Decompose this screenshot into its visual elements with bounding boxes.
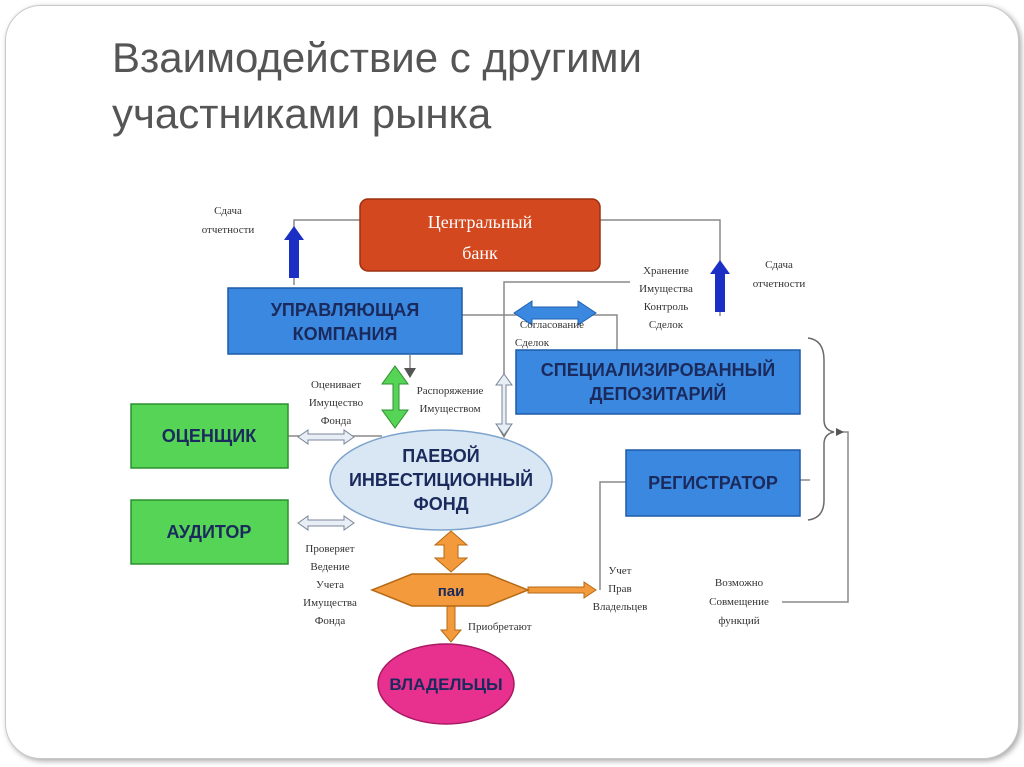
note-evaluates: Оценивает Имущество Фонда bbox=[309, 379, 364, 427]
svg-text:Учет: Учет bbox=[608, 565, 631, 577]
svg-text:Контроль: Контроль bbox=[644, 301, 688, 313]
svg-text:Оценивает: Оценивает bbox=[311, 379, 361, 391]
depository-box bbox=[515, 349, 801, 415]
auditor-label: АУДИТОР bbox=[167, 522, 252, 542]
appraiser-label: ОЦЕНЩИК bbox=[162, 426, 257, 446]
shares-right-arrow bbox=[527, 581, 597, 599]
svg-text:Сделок: Сделок bbox=[515, 337, 550, 349]
fund-shares-double-arrow bbox=[433, 530, 469, 573]
management-company-label-1: УПРАВЛЯЮЩАЯ bbox=[271, 300, 420, 320]
depository-fund-double-arrow bbox=[495, 373, 513, 436]
note-disposal: Распоряжение Имуществом bbox=[417, 385, 484, 415]
note-reporting-left: Сдача отчетности bbox=[202, 205, 255, 236]
registrar-label: РЕГИСТРАТОР bbox=[648, 473, 778, 493]
slide-title-line-1: Взаимодействие с другими bbox=[112, 34, 642, 81]
management-company-label-2: КОМПАНИЯ bbox=[293, 324, 398, 344]
svg-text:Фонда: Фонда bbox=[315, 615, 346, 627]
svg-text:отчетности: отчетности bbox=[753, 278, 806, 290]
fund-ellipse bbox=[329, 429, 553, 531]
line-cb-left bbox=[293, 219, 360, 285]
reporting-arrow-left bbox=[284, 226, 304, 278]
note-approval: Согласование Сделок bbox=[515, 319, 584, 349]
connector-lines bbox=[288, 219, 849, 603]
central-bank-box bbox=[359, 198, 601, 272]
note-acquire: Приобретают bbox=[468, 621, 532, 633]
svg-text:отчетности: отчетности bbox=[202, 224, 255, 236]
svg-text:Фонда: Фонда bbox=[321, 415, 352, 427]
note-rights-accounting: Учет Прав Владельцев bbox=[593, 565, 648, 613]
slide-title-line-2: участниками рынка bbox=[112, 90, 492, 137]
note-checks: Проверяет Ведение Учета Имущества Фонда bbox=[303, 543, 357, 627]
fund-label-2: ИНВЕСТИЦИОННЫЙ bbox=[349, 469, 533, 490]
fund-label-3: ФОНД bbox=[413, 494, 468, 514]
svg-text:Имущества: Имущества bbox=[303, 597, 357, 609]
svg-text:Ведение: Ведение bbox=[310, 561, 349, 573]
svg-text:Совмещение: Совмещение bbox=[709, 596, 769, 608]
svg-text:Учета: Учета bbox=[316, 579, 344, 591]
approval-double-arrow bbox=[513, 300, 597, 326]
management-company-box bbox=[227, 287, 463, 355]
svg-text:Хранение: Хранение bbox=[643, 265, 689, 277]
note-storage-control: Хранение Имущества Контроль Сделок bbox=[639, 265, 693, 331]
disposal-double-arrow bbox=[381, 365, 409, 429]
slide-frame bbox=[5, 5, 1019, 759]
line-uk-depository bbox=[462, 314, 618, 350]
right-brace bbox=[807, 337, 835, 521]
central-bank-label-1: Центральный bbox=[428, 212, 533, 232]
svg-text:Сдача: Сдача bbox=[214, 205, 242, 217]
svg-text:Имуществом: Имуществом bbox=[419, 403, 480, 415]
depository-label-2: ДЕПОЗИТАРИЙ bbox=[590, 383, 727, 404]
depository-label-1: СПЕЦИАЛИЗИРОВАННЫЙ bbox=[541, 359, 775, 380]
fund-label-1: ПАЕВОЙ bbox=[402, 445, 479, 466]
arrow-tip-left-uk bbox=[404, 368, 416, 378]
svg-text:Имущество: Имущество bbox=[309, 397, 364, 409]
line-registrar-owners bbox=[599, 481, 626, 590]
registrar-box bbox=[625, 449, 801, 517]
central-bank-label-2: банк bbox=[462, 243, 498, 263]
note-combination: Возможно Совмещение функций bbox=[709, 577, 769, 627]
svg-text:Прав: Прав bbox=[608, 583, 632, 595]
svg-text:функций: функций bbox=[718, 615, 759, 627]
auditor-fund-double-arrow bbox=[297, 515, 355, 531]
appraiser-fund-double-arrow bbox=[297, 429, 355, 445]
reporting-arrow-right bbox=[710, 260, 730, 312]
svg-text:Сделок: Сделок bbox=[649, 319, 684, 331]
svg-text:Имущества: Имущества bbox=[639, 283, 693, 295]
svg-text:Владельцев: Владельцев bbox=[593, 601, 648, 613]
shares-diamond bbox=[369, 573, 531, 607]
svg-text:Проверяет: Проверяет bbox=[305, 543, 354, 555]
shares-label: паи bbox=[438, 583, 465, 600]
svg-text:Сдача: Сдача bbox=[765, 259, 793, 271]
auditor-box bbox=[130, 499, 289, 565]
arrow-tip-bracket bbox=[836, 428, 844, 436]
slide-title: Взаимодействие с другими участниками рын… bbox=[112, 30, 912, 142]
svg-text:Согласование: Согласование bbox=[520, 319, 584, 331]
owners-ellipse bbox=[377, 643, 515, 725]
shares-down-arrow bbox=[439, 605, 463, 643]
svg-text:Распоряжение: Распоряжение bbox=[417, 385, 484, 397]
appraiser-box bbox=[130, 403, 289, 469]
note-reporting-right: Сдача отчетности bbox=[753, 259, 806, 290]
svg-text:Возможно: Возможно bbox=[715, 577, 764, 589]
owners-label: ВЛАДЕЛЬЦЫ bbox=[389, 675, 502, 694]
